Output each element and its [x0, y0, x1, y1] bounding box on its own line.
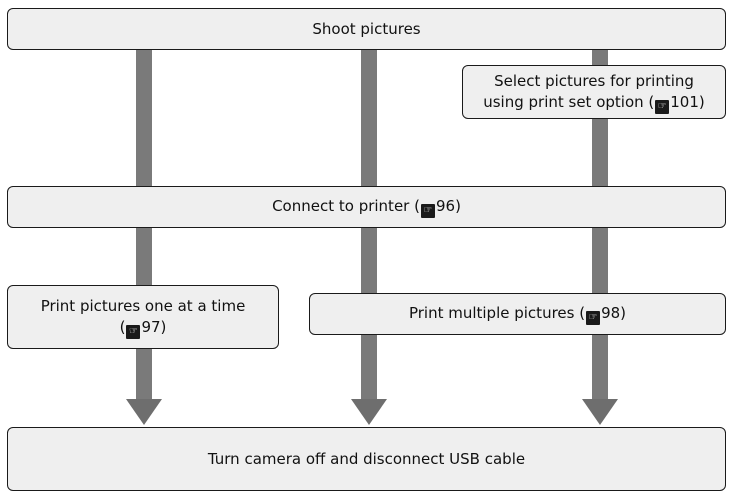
connect-printer-box: Connect to printer (☞96) — [7, 186, 726, 228]
select-pictures-box: Select pictures for printing using print… — [462, 65, 726, 119]
shoot-pictures-label: Shoot pictures — [312, 19, 421, 38]
page-reference-icon: ☞ — [655, 99, 670, 114]
connect-printer-page-ref: 96 — [435, 197, 456, 215]
print-one-page-ref: 97 — [141, 317, 161, 336]
shoot-pictures-box: Shoot pictures — [7, 8, 726, 50]
print-one-line1: Print pictures one at a time — [40, 296, 246, 315]
turn-camera-off-label: Turn camera off and disconnect USB cable — [207, 449, 526, 468]
arrowhead-right — [582, 399, 618, 425]
connect-printer-label: Connect to printer ( — [272, 197, 420, 215]
print-multiple-page-ref: 98 — [601, 304, 621, 322]
page-reference-icon: ☞ — [586, 311, 601, 325]
print-multiple-label: Print multiple pictures ( — [408, 304, 586, 322]
select-pictures-line1: Select pictures for printing — [494, 71, 694, 90]
select-pictures-line2-prefix: using print set option ( — [483, 92, 655, 111]
page-reference-icon: ☞ — [126, 324, 141, 339]
connector-center-upper — [361, 48, 377, 188]
turn-camera-off-box: Turn camera off and disconnect USB cable — [7, 427, 726, 491]
select-pictures-page-ref: 101 — [670, 92, 699, 111]
connector-left-lower-a — [136, 226, 152, 286]
connector-center-lower-b — [361, 334, 377, 400]
connector-right-upper-b — [592, 118, 608, 188]
print-multiple-box: Print multiple pictures (☞98) — [309, 293, 726, 335]
arrowhead-center — [351, 399, 387, 425]
connector-right-lower-b — [592, 334, 608, 400]
connector-left-lower-b — [136, 348, 152, 400]
connector-right-lower-a — [592, 226, 608, 294]
arrowhead-left — [126, 399, 162, 425]
connector-right-upper-a — [592, 48, 608, 66]
connector-center-lower-a — [361, 226, 377, 294]
page-reference-icon: ☞ — [420, 204, 435, 218]
print-one-at-a-time-box: Print pictures one at a time (☞97) — [7, 285, 279, 349]
connector-left-upper — [136, 48, 152, 188]
